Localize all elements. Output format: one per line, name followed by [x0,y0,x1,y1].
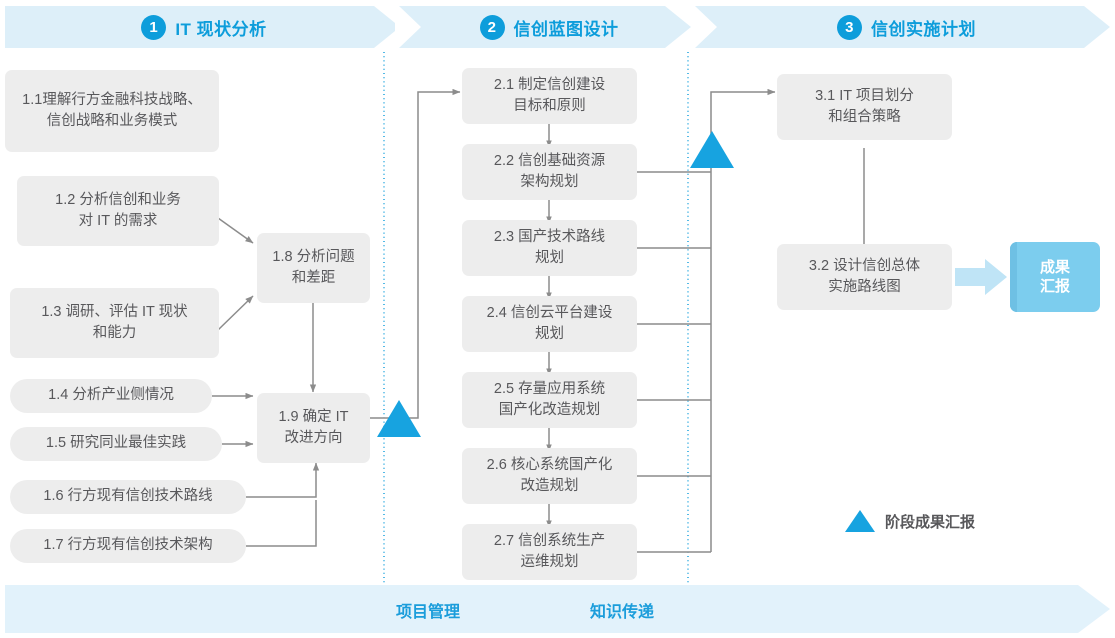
task-node-1-2[interactable]: 1.2 分析信创和业务 对 IT 的需求 [17,176,219,246]
task-node-2-5[interactable]: 2.5 存量应用系统 国产化改造规划 [462,372,637,428]
task-node-2-6[interactable]: 2.6 核心系统国产化 改造规划 [462,448,637,504]
task-node-2-7[interactable]: 2.7 信创系统生产 运维规划 [462,524,637,580]
task-node-3-1[interactable]: 3.1 IT 项目划分 和组合策略 [777,74,952,140]
footer-band [5,585,1110,633]
phase-band-1[interactable]: 1 IT 现状分析 [5,6,395,48]
phase-band-3[interactable]: 3 信创实施计划 [695,6,1110,48]
task-node-1-7[interactable]: 1.7 行方现有信创技术架构 [10,529,246,563]
legend-milestone: 阶段成果汇报 [845,510,975,532]
phase-number-2: 2 [479,14,505,40]
task-node-2-2[interactable]: 2.2 信创基础资源 架构规划 [462,144,637,200]
task-node-1-4[interactable]: 1.4 分析产业侧情况 [10,379,212,413]
phase-title-3: 信创实施计划 [871,19,976,39]
task-node-2-4[interactable]: 2.4 信创云平台建设 规划 [462,296,637,352]
phase-title-1: IT 现状分析 [175,19,267,39]
task-node-2-3[interactable]: 2.3 国产技术路线 规划 [462,220,637,276]
task-node-3-2[interactable]: 3.2 设计信创总体 实施路线图 [777,244,952,310]
footer-label-knowledge-transfer[interactable]: 知识传递 [590,604,655,621]
phase-number-3: 3 [837,14,862,40]
task-node-1-8[interactable]: 1.8 分析问题 和差距 [257,233,370,303]
task-node-1-1[interactable]: 1.1理解行方金融科技战略、 信创战略和业务模式 [5,70,219,152]
task-node-1-5[interactable]: 1.5 研究同业最佳实践 [10,427,222,461]
legend-milestone-label: 阶段成果汇报 [885,513,976,531]
task-node-1-6[interactable]: 1.6 行方现有信创技术路线 [10,480,246,514]
triangle-icon [845,510,875,532]
phase-band-2[interactable]: 2 信创蓝图设计 [399,6,691,48]
footer-label-project-management[interactable]: 项目管理 [396,604,461,621]
task-node-2-1[interactable]: 2.1 制定信创建设 目标和原则 [462,68,637,124]
phase-title-2: 信创蓝图设计 [513,19,619,39]
task-node-1-3[interactable]: 1.3 调研、评估 IT 现状 和能力 [10,288,219,358]
task-node-1-9[interactable]: 1.9 确定 IT 改进方向 [257,393,370,463]
deliverable-report[interactable]: 成果 汇报 [1010,242,1100,312]
phase-number-1: 1 [141,14,167,40]
